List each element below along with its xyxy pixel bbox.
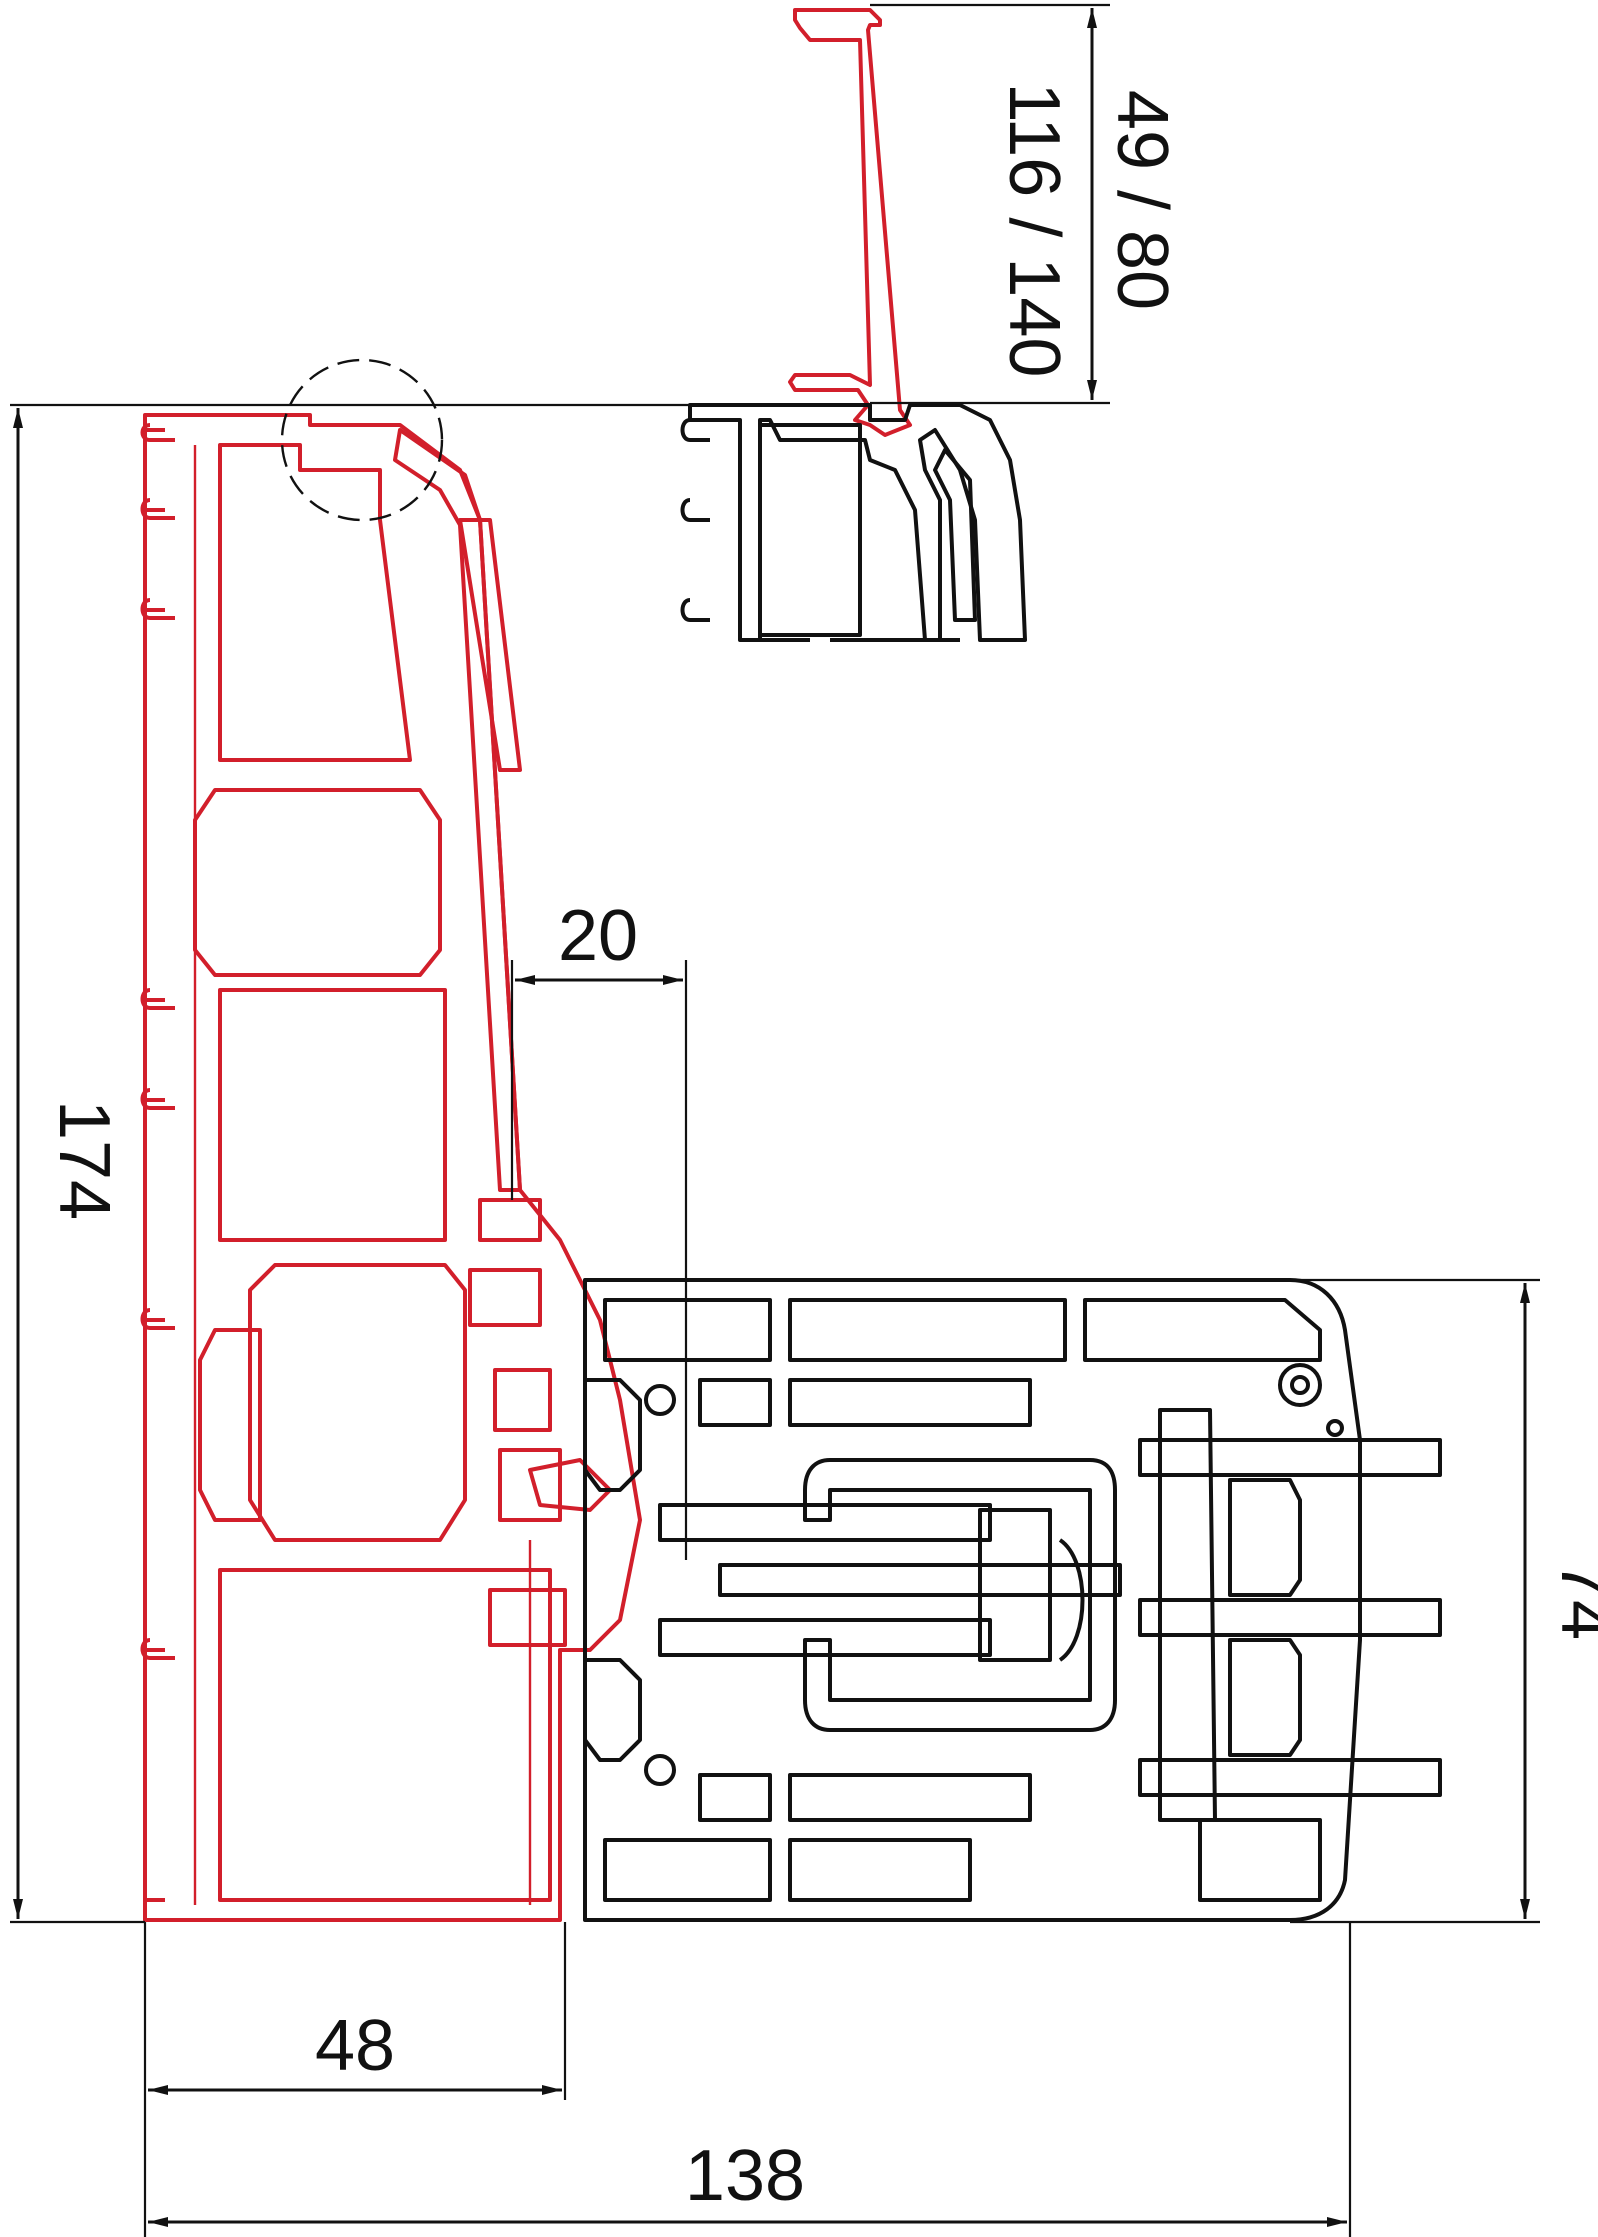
dim-offset-label: 20 — [558, 896, 638, 976]
dim-sash-height-label: 74 — [1546, 1560, 1598, 1640]
frame-insulation — [193, 788, 467, 1542]
glass-pane — [1138, 1408, 1442, 1822]
sash-clip-nose — [583, 1378, 676, 1786]
frame-anchor-teeth — [140, 423, 175, 1902]
frame-gasket-zone — [468, 1198, 612, 1647]
dim-total-height-label: 174 — [44, 1100, 124, 1220]
sash-roller-assembly — [658, 1503, 1122, 1662]
top-detail — [680, 8, 1027, 642]
dimension-top-detail: 49 / 80 116 / 140 — [870, 3, 1182, 405]
dimension-offset: 20 — [510, 896, 688, 1560]
detail-circle — [280, 358, 444, 522]
dim-variant-b-label: 116 / 140 — [994, 83, 1074, 378]
frame-profile — [140, 413, 642, 1922]
dim-total-width-label: 138 — [685, 2136, 805, 2216]
sash-corner-pin — [1278, 1363, 1344, 1437]
dimension-frame-width: 48 — [143, 1922, 567, 2237]
dim-variant-a-label: 49 / 80 — [1102, 90, 1182, 310]
dimension-total-height: 174 — [10, 403, 700, 1924]
sash-profile — [583, 1278, 1442, 1922]
dim-frame-width-label: 48 — [315, 2006, 395, 2086]
sash-reinforcement — [803, 1458, 1117, 1732]
dimension-sash-height: 74 — [1290, 1278, 1598, 1924]
sash-chambers — [603, 1298, 1322, 1902]
dimension-total-width: 138 — [148, 1922, 1352, 2237]
